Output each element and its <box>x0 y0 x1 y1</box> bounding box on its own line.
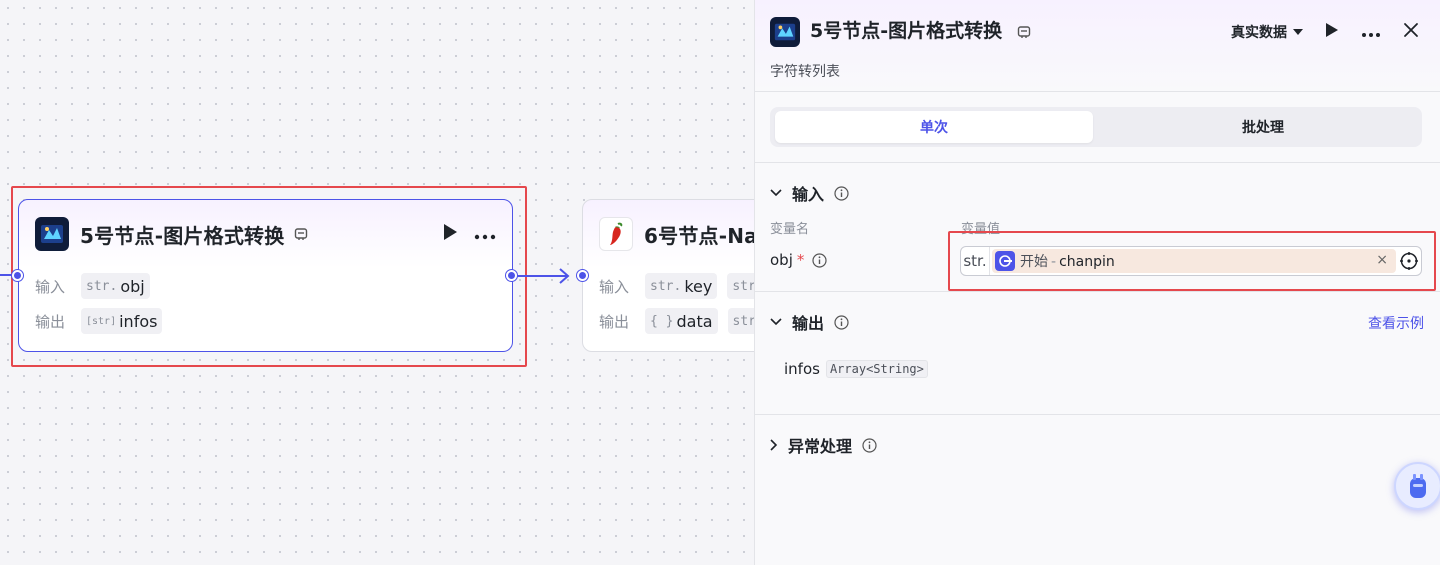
node-config-panel: 5号节点-图片格式转换 字符转列表 真实数据 单次 批处理 输 <box>754 0 1440 565</box>
error-section-header[interactable]: 异常处理 <box>770 433 877 457</box>
output-name: data <box>676 311 713 331</box>
edge-node5-node6 <box>517 268 570 284</box>
node5-input-port[interactable] <box>12 270 23 281</box>
output-type: { } <box>650 313 674 329</box>
clear-icon[interactable]: × <box>1376 252 1388 268</box>
divider <box>755 162 1440 163</box>
start-node-icon <box>995 251 1015 271</box>
node-title: 5号节点-图片格式转换 <box>80 223 285 248</box>
more-icon[interactable] <box>1361 23 1381 42</box>
info-icon[interactable] <box>812 252 827 268</box>
node-title: 6号节点-Na <box>644 223 758 248</box>
more-icon[interactable] <box>474 225 496 244</box>
variable-tag[interactable]: 开始-chanpin × <box>992 249 1396 273</box>
chili-pepper-icon <box>599 217 633 251</box>
panel-header: 5号节点-图片格式转换 字符转列表 真实数据 <box>755 0 1440 92</box>
output-name: infos <box>784 360 820 378</box>
param-name: obj* <box>770 251 827 269</box>
input-type: str. <box>650 278 682 294</box>
info-icon[interactable] <box>834 185 849 201</box>
required-mark: * <box>796 251 805 269</box>
image-convert-icon <box>770 17 800 47</box>
output-type: [str] <box>86 315 117 327</box>
assistant-icon <box>1410 474 1426 498</box>
divider <box>755 291 1440 292</box>
plugin-badge-icon <box>294 227 308 241</box>
col-label-value: 变量值 <box>961 222 1001 237</box>
tab-single[interactable]: 单次 <box>775 111 1093 143</box>
data-source-select[interactable]: 真实数据 <box>1231 22 1303 42</box>
output-chip: [str] infos <box>81 308 163 334</box>
run-node-icon[interactable] <box>442 223 458 245</box>
input-chip: str. key <box>645 273 718 299</box>
divider <box>755 414 1440 415</box>
input-name: key <box>684 276 713 296</box>
panel-subtitle[interactable]: 字符转列表 <box>770 64 840 80</box>
col-label-name: 变量名 <box>770 222 810 237</box>
node-input-row: 输入 str. obj <box>35 273 150 299</box>
info-icon[interactable] <box>862 437 877 453</box>
variable-picker-icon[interactable] <box>1399 251 1419 275</box>
run-mode-tabs: 单次 批处理 <box>770 107 1422 147</box>
node-6[interactable]: 6号节点-Na 输入 str. key str. pr 输出 { } data … <box>582 199 789 352</box>
variable-reference-input[interactable]: str. 开始-chanpin × <box>960 246 1422 276</box>
run-node-icon[interactable] <box>1325 22 1339 42</box>
error-section-title: 异常处理 <box>788 437 853 456</box>
var-type: str. <box>961 247 990 275</box>
node5-output-port[interactable] <box>506 270 517 281</box>
chevron-down-icon <box>770 189 782 197</box>
chevron-right-icon <box>770 439 778 451</box>
highlight-box-variable <box>948 231 1436 291</box>
source-separator: - <box>1051 254 1057 270</box>
input-label: 输入 <box>599 277 630 296</box>
output-section-header[interactable]: 输出 <box>770 310 849 334</box>
input-section-title: 输入 <box>792 185 825 204</box>
input-label: 输入 <box>35 277 66 296</box>
input-name: obj <box>120 276 145 296</box>
output-label: 输出 <box>35 312 66 331</box>
output-type-badge: Array<String> <box>825 360 928 378</box>
source-node: 开始 <box>1020 254 1048 270</box>
tab-batch[interactable]: 批处理 <box>1242 120 1284 136</box>
node-output-row: 输出 { } data str. r <box>599 308 779 334</box>
source-var: chanpin <box>1059 254 1115 270</box>
plugin-badge-icon <box>1017 24 1031 43</box>
data-source-label: 真实数据 <box>1231 25 1287 41</box>
node-5[interactable]: 5号节点-图片格式转换 输入 str. obj 输出 [ <box>18 199 513 352</box>
input-chip: str. obj <box>81 273 150 299</box>
info-icon[interactable] <box>834 314 849 330</box>
output-label: 输出 <box>599 312 630 331</box>
view-example-link[interactable]: 查看示例 <box>1368 316 1424 332</box>
output-chip: { } data <box>645 308 718 334</box>
chevron-down-icon <box>770 318 782 326</box>
close-icon[interactable] <box>1403 22 1419 42</box>
assistant-float-button[interactable] <box>1394 462 1440 510</box>
node6-input-port[interactable] <box>577 270 588 281</box>
input-type: str. <box>86 278 118 294</box>
param-name-text: obj <box>770 251 793 269</box>
caret-down-icon <box>1293 29 1303 35</box>
output-item: infos Array<String> <box>784 360 928 378</box>
output-name: infos <box>119 311 158 331</box>
output-section-title: 输出 <box>792 314 825 333</box>
node-output-row: 输出 [str] infos <box>35 308 163 334</box>
input-section-header[interactable]: 输入 <box>770 181 849 205</box>
panel-title[interactable]: 5号节点-图片格式转换 <box>810 20 1003 42</box>
image-convert-icon <box>35 217 69 251</box>
